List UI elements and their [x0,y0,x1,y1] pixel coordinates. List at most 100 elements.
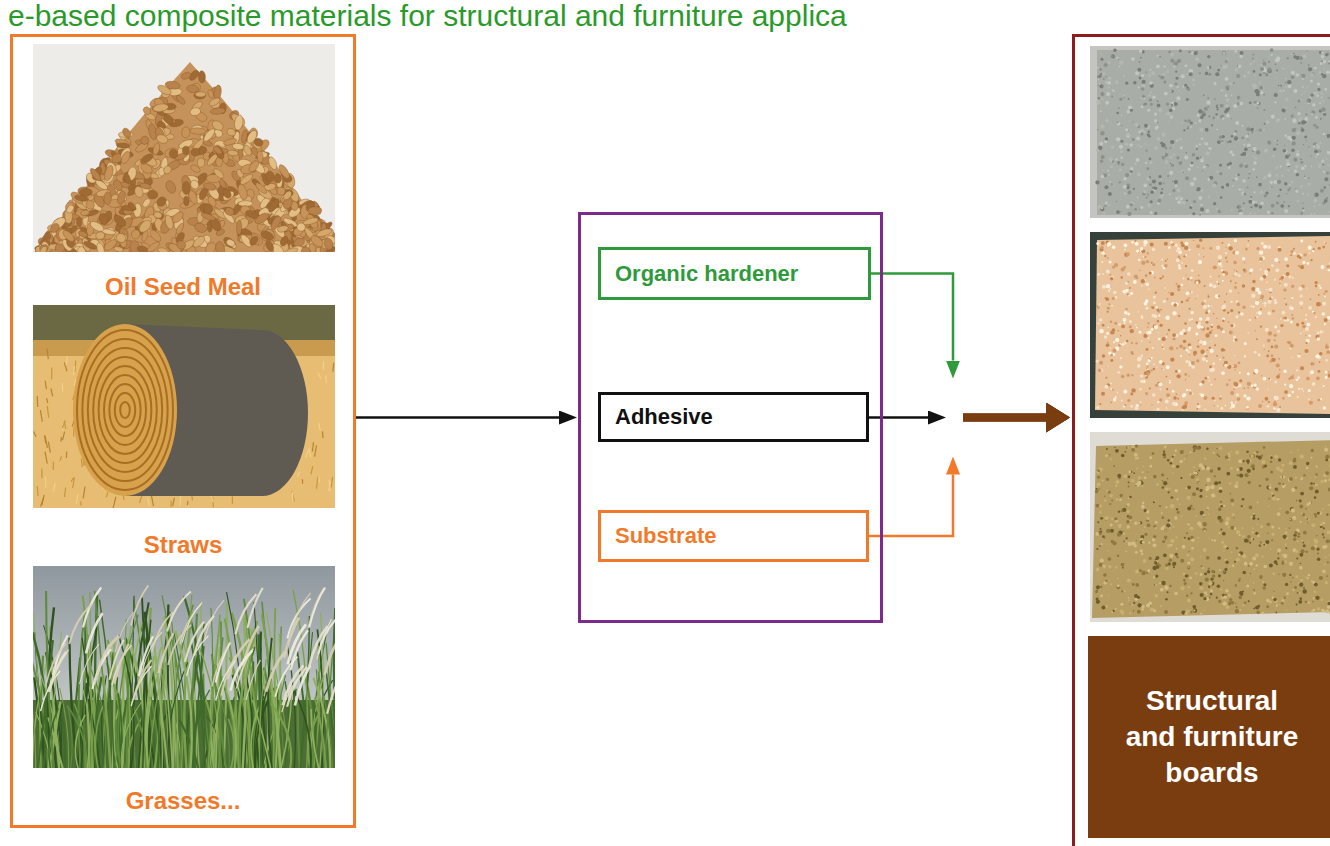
speckle [1116,57,1118,59]
pellet [308,206,322,215]
speckle [1250,213,1252,215]
pellet-pile [38,62,335,252]
speckle [1125,142,1128,145]
speckle [1207,106,1209,108]
speckle [1225,60,1228,63]
speckle [1304,165,1306,167]
speckle [1238,205,1241,208]
speckle [1320,96,1323,99]
speckle [1296,73,1299,76]
speckle [1302,54,1306,58]
speckle [1137,173,1141,177]
pellet [212,167,225,180]
speckle [1247,133,1249,135]
speckle [1267,211,1270,214]
speckle [1328,60,1330,62]
speckle [1232,153,1235,156]
speckle [1118,163,1120,165]
pellet [221,187,233,199]
speckle [1284,182,1287,185]
speckle [1181,122,1183,124]
speckle [1237,96,1241,100]
speckle [1179,159,1181,161]
bale-ring [82,339,167,481]
speckle [1273,148,1276,151]
speckle [1256,150,1260,154]
stubble-stroke [45,437,47,448]
speckle [1288,183,1291,186]
speckle [1135,123,1139,127]
speckle [1304,176,1306,178]
stubble-stroke [331,477,333,488]
grass-plume [282,672,304,712]
speckle [1100,110,1102,112]
speckle [1276,202,1279,205]
pellet [146,240,161,252]
grass-blade [60,688,69,768]
speckle [1147,204,1151,208]
speckle [1321,51,1323,53]
pellet [277,224,289,233]
speckle [1221,186,1224,189]
speckle [1131,57,1135,61]
speckle [1201,212,1202,213]
speckle [1278,85,1280,87]
grass-blade [83,689,90,768]
speckle [1236,74,1240,78]
speckle [1256,176,1258,178]
speckle [1176,156,1179,159]
speckle [1221,140,1223,142]
speckle [1190,126,1192,128]
speckle [1167,175,1169,177]
speckle [1247,143,1251,147]
speckle [1276,57,1280,61]
speckle [1310,80,1313,83]
speckle [1308,67,1312,71]
speckle [1136,158,1140,162]
speckle [1301,166,1305,170]
speckle [1147,194,1148,195]
grass-plume [131,666,151,706]
stubble-stroke [37,486,39,496]
speckle [1158,108,1162,112]
stubble-stroke [173,498,175,506]
bale-ring [77,330,173,490]
pellet [212,145,224,156]
speckle [1140,132,1143,135]
pellet [175,94,187,106]
stubble-stroke [318,477,320,482]
stubble-stroke [71,478,74,482]
speckle [1152,180,1156,184]
stubble-stroke [37,396,39,407]
speckle [1315,155,1318,158]
speckle [1157,104,1161,108]
speckle [1267,68,1271,72]
speckle [1181,201,1185,205]
speckle [1315,109,1317,111]
speckle [1306,86,1308,88]
speckle [1248,172,1250,174]
speckle [1231,118,1232,119]
field [33,305,335,508]
grass-blade [193,690,209,768]
pellet [253,211,270,226]
speckle [1149,161,1152,164]
grass-blade [199,647,219,768]
pellet [197,158,205,167]
speckle [1115,80,1119,84]
pellet [152,142,161,156]
pellet [182,181,190,194]
speckle [1161,188,1163,190]
speckle [1154,119,1157,122]
pellet [309,233,325,248]
bale-face [73,324,177,496]
speckle [1124,193,1126,195]
speckle [1201,137,1204,140]
grass-plume [95,644,110,684]
speckle [1221,65,1222,66]
speckle [1141,146,1143,148]
speckle [1220,196,1223,199]
speckle [1199,214,1201,216]
speckle [1324,88,1327,91]
speckle [1173,65,1177,69]
